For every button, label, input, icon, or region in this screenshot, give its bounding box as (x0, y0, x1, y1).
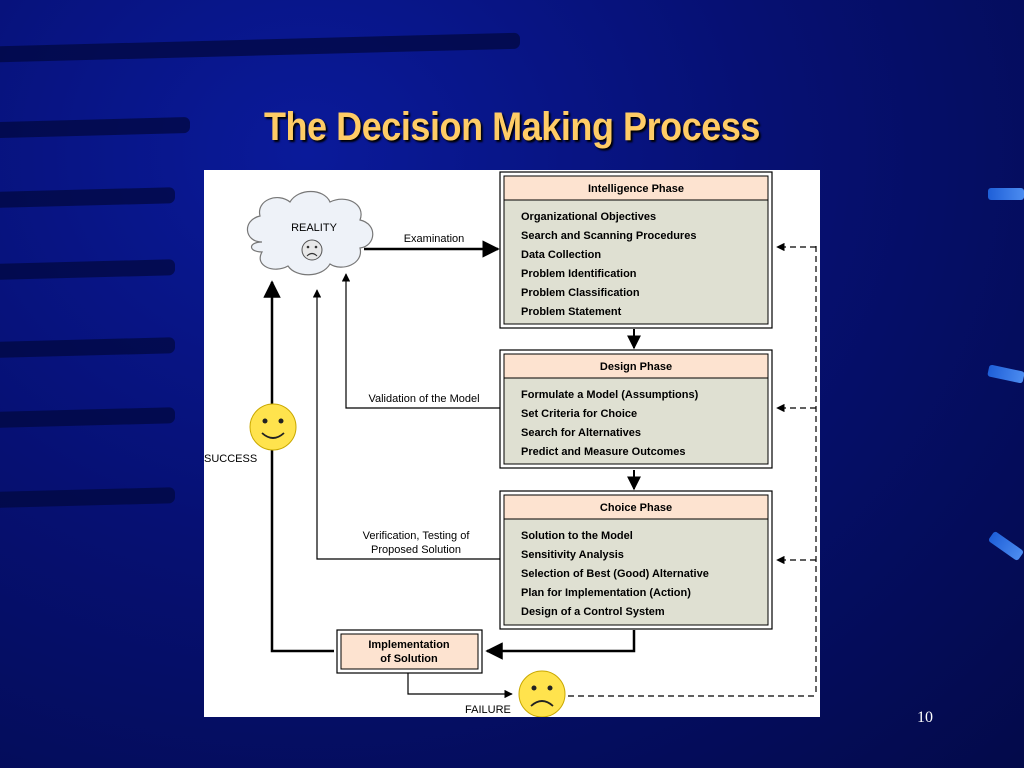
implementation-line2: of Solution (380, 653, 438, 665)
phase-item: Problem Statement (521, 306, 622, 318)
validation-arrow: Validation of the Model (341, 273, 500, 409)
phase-item: Selection of Best (Good) Alternative (521, 568, 709, 580)
diagram-panel: REALITY Examination Validation of the Mo… (204, 170, 820, 718)
phase-title: Design Phase (600, 361, 672, 373)
examination-arrow: Examination (364, 233, 500, 258)
side-dash (988, 188, 1024, 200)
phase-item: Search and Scanning Procedures (521, 230, 696, 242)
background-stripe (0, 32, 520, 64)
implementation-box: Implementation of Solution (336, 629, 483, 674)
failure-arrow (407, 673, 513, 699)
sad-smiley-icon (518, 670, 566, 718)
examination-label: Examination (404, 233, 465, 245)
phase-item: Organizational Objectives (521, 211, 656, 223)
phase-item: Plan for Implementation (Action) (521, 587, 691, 599)
page-number: 10 (917, 709, 933, 726)
happy-face-icon (249, 403, 297, 451)
phase-body (503, 518, 769, 626)
phase-item: Data Collection (521, 249, 601, 261)
phase-item: Predict and Measure Outcomes (521, 446, 685, 458)
implementation-line1: Implementation (368, 639, 450, 651)
verification-label-line2: Proposed Solution (371, 544, 461, 556)
phase-title: Intelligence Phase (588, 183, 684, 195)
background-stripe (0, 187, 175, 209)
failure-label: FAILURE (465, 704, 511, 716)
phase-body (503, 199, 769, 325)
phase-item: Problem Classification (521, 287, 640, 299)
phase-item: Problem Identification (521, 268, 637, 280)
phase-item: Solution to the Model (521, 530, 633, 542)
success-arrow (263, 280, 334, 653)
verification-label-line1: Verification, Testing of (363, 530, 471, 542)
background-stripe (0, 407, 175, 429)
feedback-dashed-lines (568, 242, 817, 697)
phase-item: Design of a Control System (521, 606, 665, 618)
reality-label: REALITY (291, 222, 338, 234)
success-label: SUCCESS (204, 453, 257, 465)
phase-body (503, 377, 769, 465)
phase-title: Choice Phase (600, 502, 672, 514)
phase-item: Set Criteria for Choice (521, 408, 637, 420)
side-dash (987, 364, 1024, 384)
reality-cloud: REALITY (246, 190, 374, 276)
phase-item: Formulate a Model (Assumptions) (521, 389, 699, 401)
choice-to-implementation-arrow (485, 630, 636, 660)
verification-arrow: Verification, Testing of Proposed Soluti… (312, 289, 500, 560)
phase-header (503, 494, 769, 520)
phase-header (503, 353, 769, 379)
side-dash (987, 530, 1024, 562)
background-stripe (0, 259, 175, 281)
background-stripe (0, 337, 175, 359)
phase-item: Search for Alternatives (521, 427, 641, 439)
phase-item: Sensitivity Analysis (521, 549, 624, 561)
validation-label: Validation of the Model (368, 393, 479, 405)
background-stripe (0, 487, 175, 509)
slide-title: The Decision Making Process (263, 105, 761, 149)
sad-face-icon (301, 239, 323, 261)
